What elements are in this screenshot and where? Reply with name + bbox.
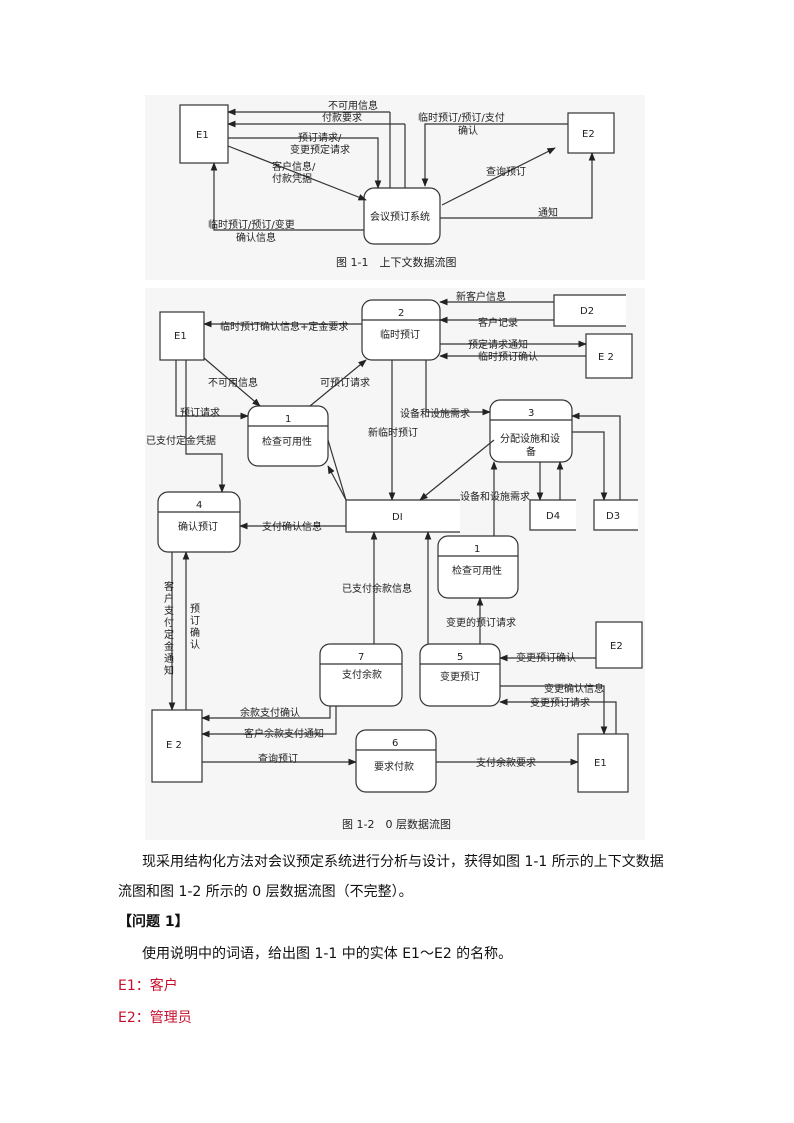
fig2-flow-customer-record: 客户记录 [478, 316, 518, 329]
fig1-flow-customer-info-1: 客户信息/ [272, 160, 316, 173]
fig2-flow-changed-booking-request: 变更的预订请求 [446, 616, 516, 629]
fig2-flow-equipment-need-2: 设备和设施需求 [460, 490, 530, 503]
fig2-e1-top-label: E1 [174, 331, 187, 342]
fig2-process-3 [489, 399, 573, 463]
fig2-flow-temp-confirm-deposit: 临时预订确认信息+定金要求 [220, 320, 348, 333]
fig2-flow-pay-confirm-info: 支付确认信息 [262, 520, 322, 533]
fig2-entity-e2-right [585, 333, 633, 379]
fig1-system-process [363, 187, 441, 245]
fig1-entity-e1 [179, 104, 229, 164]
fig2-flow-change-request: 变更预订请求 [530, 696, 590, 709]
fig2-process-2 [361, 299, 441, 361]
fig2-p7-name: 支付余款 [342, 668, 382, 681]
fig2-d2-label: D2 [580, 306, 594, 317]
fig2-p3-name-2: 备 [526, 445, 536, 458]
fig2-p1-num: 1 [285, 414, 291, 425]
fig2-flow-booking-request: 预订请求 [180, 406, 220, 419]
fig1-system-label: 会议预订系统 [370, 210, 430, 223]
fig1-flow-unavailable: 不可用信息 [328, 99, 378, 112]
fig1-flow-customer-info-2: 付款凭据 [272, 172, 312, 185]
fig2-d3-label: D3 [606, 511, 620, 522]
fig2-store-d1 [345, 499, 460, 533]
fig2-flow-customer-balance-notice: 客户余款支付通知 [244, 727, 324, 740]
fig2-flow-balance-request: 支付余款要求 [476, 756, 536, 769]
fig2-flow-new-temp: 新临时预订 [368, 426, 418, 439]
fig2-flow-temp-confirm: 临时预订确认 [478, 350, 538, 363]
fig2-p4-name: 确认预订 [178, 520, 218, 533]
fig2-entity-e1-bottom [577, 733, 629, 793]
fig2-d1-label: DI [392, 512, 403, 523]
fig1-caption: 图 1-1 上下文数据流图 [336, 255, 456, 269]
fig2-flow-change-confirm-info: 变更确认信息 [544, 682, 604, 695]
fig2-flow-change-confirm: 变更预订确认 [516, 651, 576, 664]
fig2-flow-equipment-need: 设备和设施需求 [400, 407, 470, 420]
fig2-flow-available-request: 可预订请求 [320, 376, 370, 389]
fig2-flow-paid-deposit: 已支付定金凭据 [146, 434, 216, 447]
fig2-flow-customer-deposit-notice: 客户支付定金通知 [164, 580, 174, 677]
fig2-entity-e1-top [159, 311, 205, 361]
fig2-process-5 [419, 643, 501, 707]
fig2-e2-bottom-label: E 2 [166, 740, 182, 751]
fig2-p3-num: 3 [528, 408, 534, 419]
fig1-e2-label: E2 [582, 129, 595, 140]
fig2-flow-booking-notice: 预定请求通知 [468, 338, 528, 351]
fig1-flow-booking-request: 预订请求/ [298, 131, 342, 144]
fig2-p1b-num: 1 [474, 544, 480, 555]
fig2-entity-e2-bottom [151, 709, 203, 783]
fig1-flow-notify: 通知 [538, 206, 558, 219]
fig1-flow-pay-request: 付款要求 [322, 111, 362, 124]
fig1-flow-query: 查询预订 [486, 165, 526, 178]
fig2-process-1 [247, 405, 329, 467]
fig2-p1-name: 检查可用性 [262, 435, 312, 448]
fig2-caption: 图 1-2 0 层数据流图 [342, 817, 451, 831]
fig2-p3-name-1: 分配设施和设 [500, 432, 560, 445]
fig2-e2-right2-label: E2 [610, 641, 623, 652]
fig2-process-7 [319, 643, 403, 707]
fig2-p1b-name: 检查可用性 [452, 564, 502, 577]
fig2-flow-balance-pay-confirm: 余款支付确认 [240, 706, 300, 719]
fig2-p2-num: 2 [398, 308, 404, 319]
fig1-flow-confirm-left-1: 临时预订/预订/变更 [208, 218, 295, 231]
question-heading: 【问题 1】 [118, 914, 189, 930]
fig2-p7-num: 7 [358, 652, 364, 663]
fig2-flow-paid-balance: 已支付余款信息 [342, 582, 412, 595]
context-dfd-figure: E1 E2 会议预订系统 不可用信息 付款要求 预订请求/ 变更预定请求 客户信… [145, 95, 645, 280]
fig2-p5-num: 5 [457, 652, 463, 663]
fig2-store-d4 [529, 499, 576, 531]
fig1-e1-label: E1 [196, 130, 209, 141]
fig1-flow-change-request: 变更预定请求 [290, 143, 350, 156]
paragraph-line-1: 现采用结构化方法对会议预定系统进行分析与设计，获得如图 1-1 所示的上下文数据 [142, 854, 664, 870]
fig2-e2-right-label: E 2 [598, 352, 614, 363]
fig2-process-4 [157, 491, 241, 553]
fig2-entity-e2-right2 [595, 621, 643, 669]
fig2-flow-unavailable: 不可用信息 [208, 376, 258, 389]
paragraph-line-2: 流图和图 1-2 所示的 0 层数据流图（不完整）。 [118, 884, 413, 900]
fig2-p4-num: 4 [196, 500, 202, 511]
fig2-store-d3 [593, 499, 638, 531]
answer-e1: E1：客户 [118, 978, 178, 994]
question-body: 使用说明中的词语，给出图 1-1 中的实体 E1～E2 的名称。 [142, 946, 513, 962]
fig2-p6-num: 6 [392, 738, 398, 749]
fig1-flow-e2-confirm-2: 确认 [458, 124, 478, 137]
fig2-flow-query: 查询预订 [258, 752, 298, 765]
fig2-p6-name: 要求付款 [374, 760, 414, 773]
answer-e2: E2：管理员 [118, 1010, 192, 1026]
fig1-flow-confirm-left-2: 确认信息 [236, 231, 276, 244]
fig1-flow-e2-confirm-1: 临时预订/预订/支付 [418, 111, 505, 124]
fig2-flow-booking-confirm: 预订确认 [190, 603, 200, 651]
fig1-entity-e2 [567, 112, 615, 154]
fig2-flow-new-customer: 新客户信息 [456, 290, 506, 303]
fig2-store-d2 [553, 294, 626, 327]
fig2-d4-label: D4 [546, 511, 560, 522]
fig2-p2-name: 临时预订 [380, 328, 420, 341]
fig2-p5-name: 变更预订 [440, 670, 480, 683]
fig2-e1-bottom-label: E1 [594, 758, 607, 769]
